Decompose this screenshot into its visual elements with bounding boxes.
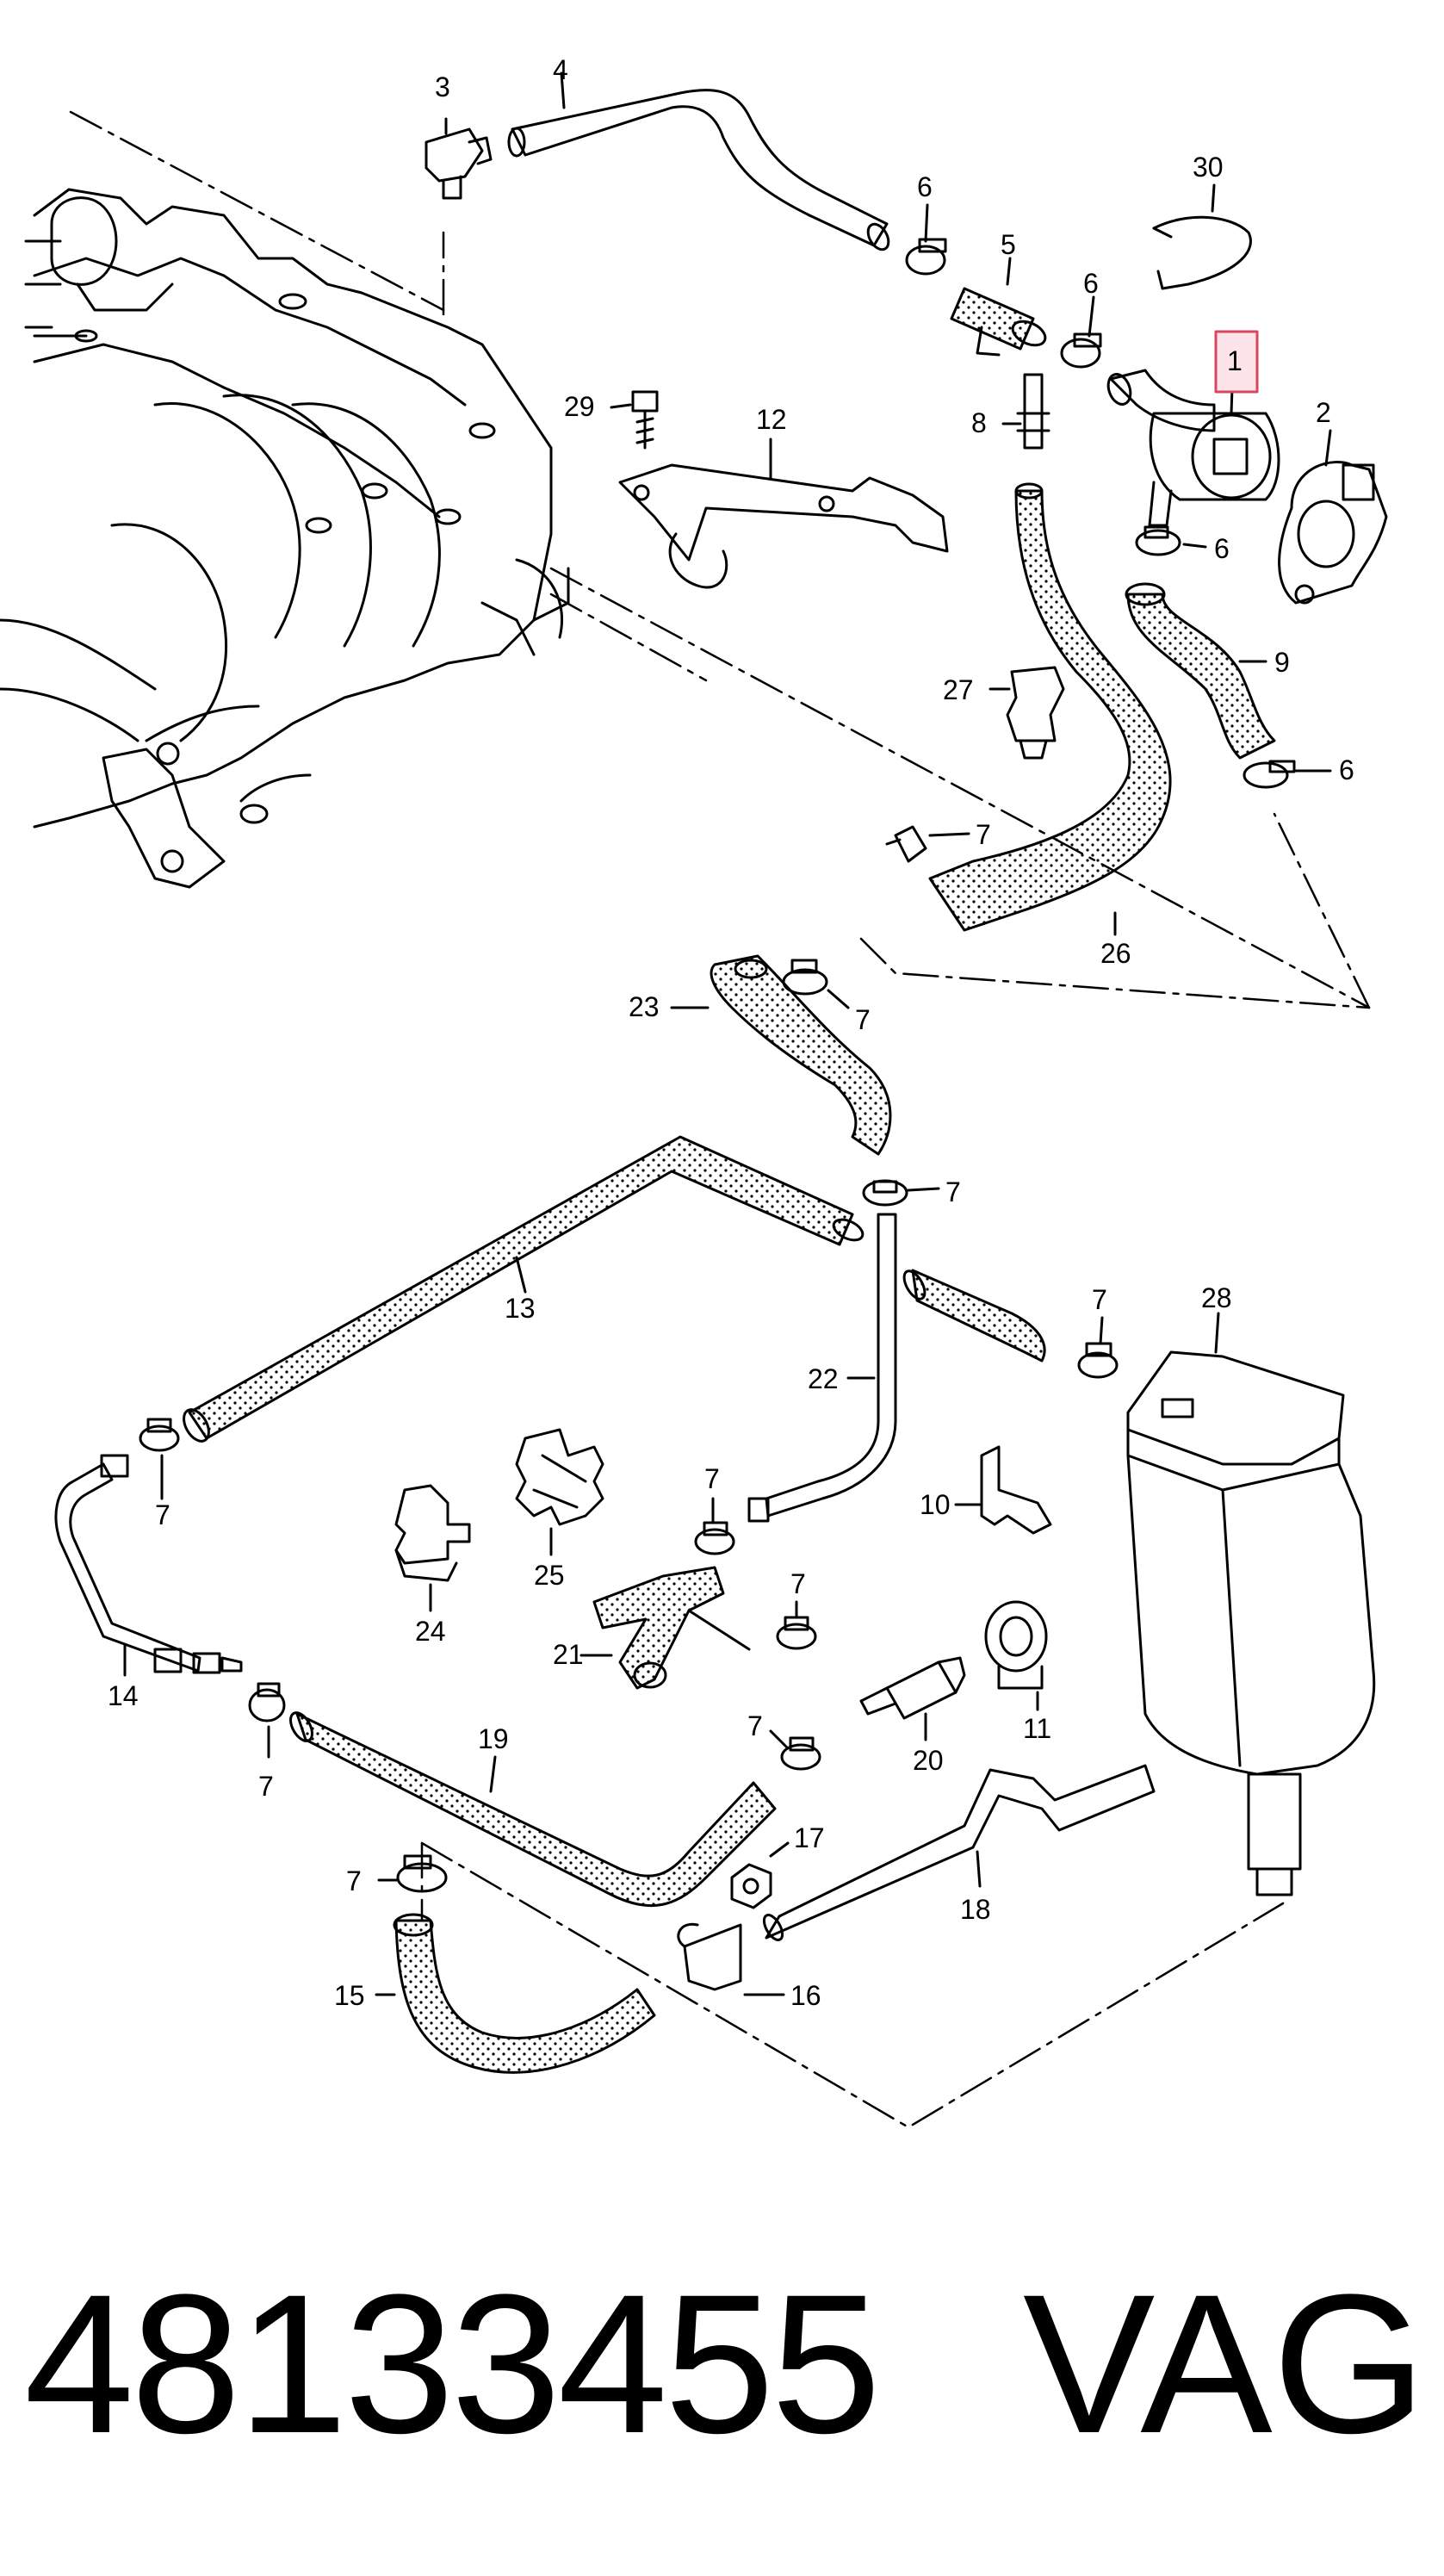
part-25-clip (515, 1428, 604, 1556)
part-7-clamp-28 (1077, 1316, 1119, 1379)
part-7-clamp-22 (862, 1179, 940, 1207)
callout-7: 7 (976, 819, 991, 850)
footer: 48133455 VAG (0, 2222, 1444, 2506)
callout-11: 11 (1023, 1713, 1051, 1744)
part-7-clamp-21 (694, 1497, 735, 1555)
callout-12: 12 (756, 404, 787, 435)
part-number: 48133455 (24, 2253, 881, 2474)
callout-18: 18 (960, 1894, 991, 1925)
part-3-elbow-connector (425, 117, 493, 200)
callout-14: 14 (108, 1680, 139, 1711)
callout-7: 7 (855, 1004, 871, 1035)
callout-6: 6 (1083, 268, 1099, 299)
part-9-curved-hose (1125, 582, 1276, 760)
part-22-tube (747, 1213, 897, 1523)
part-6-clamp-hose-9 (1243, 760, 1332, 789)
part-27-clip (988, 666, 1065, 760)
part-15-hose (375, 1913, 656, 2074)
part-10-bracket (954, 1445, 1052, 1535)
highlight-box-1 (1214, 330, 1259, 394)
callout-21: 21 (553, 1639, 584, 1670)
part-6-clamp-upper (905, 203, 947, 276)
callout-8: 8 (971, 407, 987, 438)
part-short-hose-28 (902, 1269, 1046, 1362)
callout-6: 6 (1214, 533, 1230, 564)
part-2-bracket (1278, 429, 1388, 605)
part-21-hose-assembly (579, 1566, 751, 1690)
callout-10: 10 (920, 1489, 951, 1520)
callout-13: 13 (505, 1293, 536, 1324)
intake-manifold (0, 188, 570, 889)
part-24-bracket (394, 1484, 471, 1612)
part-8-nipple (1001, 373, 1050, 450)
callout-22: 22 (808, 1363, 839, 1394)
callout-7: 7 (155, 1499, 170, 1530)
callout-30: 30 (1193, 152, 1224, 183)
callout-5: 5 (1001, 229, 1016, 260)
callout-26: 26 (1100, 938, 1131, 969)
callout-29: 29 (564, 391, 595, 422)
callout-7: 7 (1092, 1284, 1107, 1315)
part-30-strap (1152, 183, 1252, 290)
callout-19: 19 (478, 1723, 509, 1754)
brand-name: VAG (1023, 2253, 1427, 2474)
part-7-clamp-15 (377, 1854, 448, 1893)
callout-25: 25 (534, 1560, 565, 1591)
part-20-valve (859, 1656, 966, 1741)
part-29-screw (610, 390, 659, 450)
callout-1: 1 (1227, 345, 1243, 376)
part-7-clamp-23 (782, 959, 850, 1009)
callout-3: 3 (435, 71, 450, 102)
part-7-clamp-14 (139, 1418, 180, 1500)
part-23-hose (670, 954, 892, 1156)
callout-7: 7 (945, 1176, 961, 1207)
part-6-clamp-lower-valve (1135, 525, 1207, 556)
part-5-short-hose (950, 257, 1047, 357)
part-4-upper-hose (507, 71, 890, 251)
callout-4: 4 (553, 54, 568, 85)
callout-7: 7 (258, 1771, 274, 1802)
part-1-valve (1106, 360, 1280, 527)
callout-20: 20 (913, 1745, 944, 1776)
part-16-bracket (677, 1922, 785, 1996)
callout-15: 15 (334, 1980, 365, 2011)
callout-16: 16 (790, 1980, 821, 2011)
part-14-pipe (54, 1454, 243, 1677)
part-7-clamp-19 (248, 1682, 286, 1759)
part-28-reservoir (1126, 1312, 1376, 1896)
part-11-damper (984, 1600, 1048, 1711)
callout-7: 7 (346, 1865, 362, 1896)
part-7-clamp-upper (885, 825, 970, 863)
callout-7: 7 (747, 1710, 763, 1741)
callout-27: 27 (943, 674, 974, 705)
part-18-pipe (762, 1764, 1156, 1941)
part-26-long-hose (928, 482, 1172, 936)
callout-23: 23 (629, 991, 660, 1022)
callout-24: 24 (415, 1616, 446, 1647)
part-13-hose (183, 1135, 865, 1443)
callout-6: 6 (1339, 754, 1354, 785)
part-6-clamp-valve (1060, 295, 1102, 369)
callout-6: 6 (917, 171, 933, 202)
leader-lines (69, 110, 1371, 2129)
part-12-bracket (618, 438, 949, 589)
part-19-hose (289, 1711, 777, 1908)
part-7-clamp-19b (769, 1729, 821, 1771)
callout-7: 7 (704, 1463, 720, 1494)
part-7-clamp-20 (776, 1600, 817, 1650)
callout-2: 2 (1316, 397, 1331, 428)
part-17-nut (730, 1841, 790, 1909)
callout-7: 7 (790, 1568, 806, 1599)
callout-9: 9 (1274, 647, 1290, 678)
callout-28: 28 (1201, 1282, 1232, 1313)
callout-17: 17 (794, 1822, 825, 1853)
